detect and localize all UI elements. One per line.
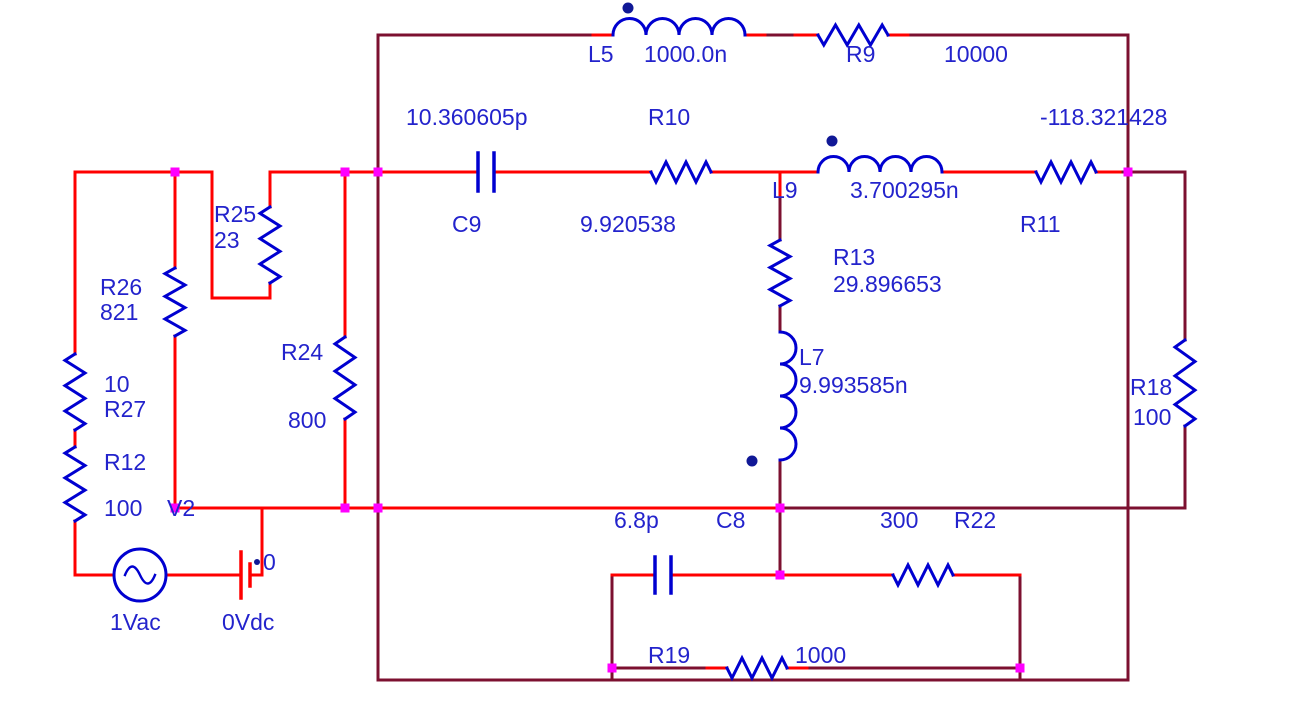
resistor-R25[interactable] — [257, 204, 283, 286]
label-VDC-cell: 0 — [263, 549, 276, 575]
label-R19-ref: R19 — [648, 642, 690, 668]
source-circle — [112, 547, 168, 603]
label-R12-ref: R12 — [104, 449, 146, 475]
label-L9-value: 3.700295n — [850, 177, 959, 203]
inductor-L7[interactable] — [778, 330, 798, 462]
capacitor-C8[interactable] — [653, 555, 673, 595]
resistor-R9[interactable] — [815, 22, 891, 48]
label-VDC-value: 0Vdc — [222, 609, 274, 635]
label-R19-value: 1000 — [795, 642, 846, 668]
label-L7-ref: L7 — [799, 344, 825, 370]
label-C9-value: 10.360605p — [406, 104, 528, 130]
capacitor-C9[interactable] — [476, 151, 496, 193]
label-R22-ref: R22 — [954, 507, 996, 533]
junction-dot — [373, 167, 383, 177]
label-V2-ac-value: 1Vac — [110, 609, 161, 635]
label-R13-value: 29.896653 — [833, 271, 942, 297]
label-R24-value: 800 — [288, 407, 326, 433]
label-R9-value: 10000 — [944, 41, 1008, 67]
label-R22-value: 300 — [880, 507, 918, 533]
sine-wave-icon — [123, 565, 157, 585]
junction-dot — [340, 167, 350, 177]
labels: L5 1000.0n R9 10000 10.360605p R10 -118.… — [100, 41, 1172, 668]
resistor-R26[interactable] — [161, 265, 189, 339]
resistor-R24[interactable] — [332, 334, 358, 422]
label-R10-value: 9.920538 — [580, 211, 676, 237]
junction-dot — [775, 503, 785, 513]
resistor-R11[interactable] — [1033, 158, 1099, 186]
label-L9-ref: L9 — [772, 177, 798, 203]
label-R24-ref: R24 — [281, 339, 323, 365]
label-R18-ref: R18 — [1130, 374, 1172, 400]
label-R11-value: -118.321428 — [1040, 104, 1167, 130]
label-C9-ref: C9 — [452, 211, 481, 237]
label-L5-value: 1000.0n — [644, 41, 727, 67]
ac-source-V2[interactable] — [112, 547, 168, 603]
label-R12-value: 100 — [104, 495, 142, 521]
junction-dot — [373, 503, 383, 513]
inductor-L9[interactable] — [816, 155, 944, 174]
battery-terminal-dot — [254, 559, 260, 565]
resistor-R13[interactable] — [766, 237, 794, 309]
inductor-polarity-dot — [622, 2, 634, 14]
label-V2-ref: V2 — [167, 495, 195, 521]
junction-dot — [170, 503, 180, 513]
resistor-R10[interactable] — [648, 158, 714, 186]
label-R25-ref: R25 — [214, 201, 256, 227]
label-R27-ref: R27 — [104, 396, 146, 422]
label-R26-value: 821 — [100, 299, 138, 325]
resistor-R12[interactable] — [62, 444, 88, 524]
label-R26-ref: R26 — [100, 274, 142, 300]
label-R9-ref: R9 — [846, 41, 875, 67]
junction-dot — [340, 503, 350, 513]
resistor-R22[interactable] — [890, 561, 956, 589]
label-R18-value: 100 — [1133, 404, 1171, 430]
resistor-R27[interactable] — [62, 351, 88, 433]
junction-dots — [170, 167, 1133, 673]
components — [62, 17, 1198, 682]
dc-source-battery[interactable] — [239, 550, 260, 600]
polarity-dots — [622, 2, 838, 467]
wires-red — [73, 33, 1122, 670]
resistor-R18[interactable] — [1172, 337, 1198, 429]
label-L7-value: 9.993585n — [799, 372, 908, 398]
label-R11-ref: R11 — [1020, 211, 1061, 237]
wires-maroon — [376, 33, 1187, 682]
label-R13-ref: R13 — [833, 244, 875, 270]
label-R25-value: 23 — [214, 227, 240, 253]
label-R10-ref: R10 — [648, 104, 690, 130]
junction-dot — [1015, 663, 1025, 673]
label-C8-value: 6.8p — [614, 507, 659, 533]
label-C8-ref: C8 — [716, 507, 745, 533]
junction-dot — [1123, 167, 1133, 177]
inductor-L5[interactable] — [611, 17, 747, 37]
inductor-polarity-dot — [826, 135, 838, 147]
junction-dot — [170, 167, 180, 177]
label-L5-ref: L5 — [588, 41, 614, 67]
junction-dot — [607, 663, 617, 673]
inductor-polarity-dot — [746, 455, 758, 467]
resistor-R19[interactable] — [724, 654, 790, 682]
junction-dot — [775, 570, 785, 580]
label-R27-value: 10 — [104, 371, 130, 397]
